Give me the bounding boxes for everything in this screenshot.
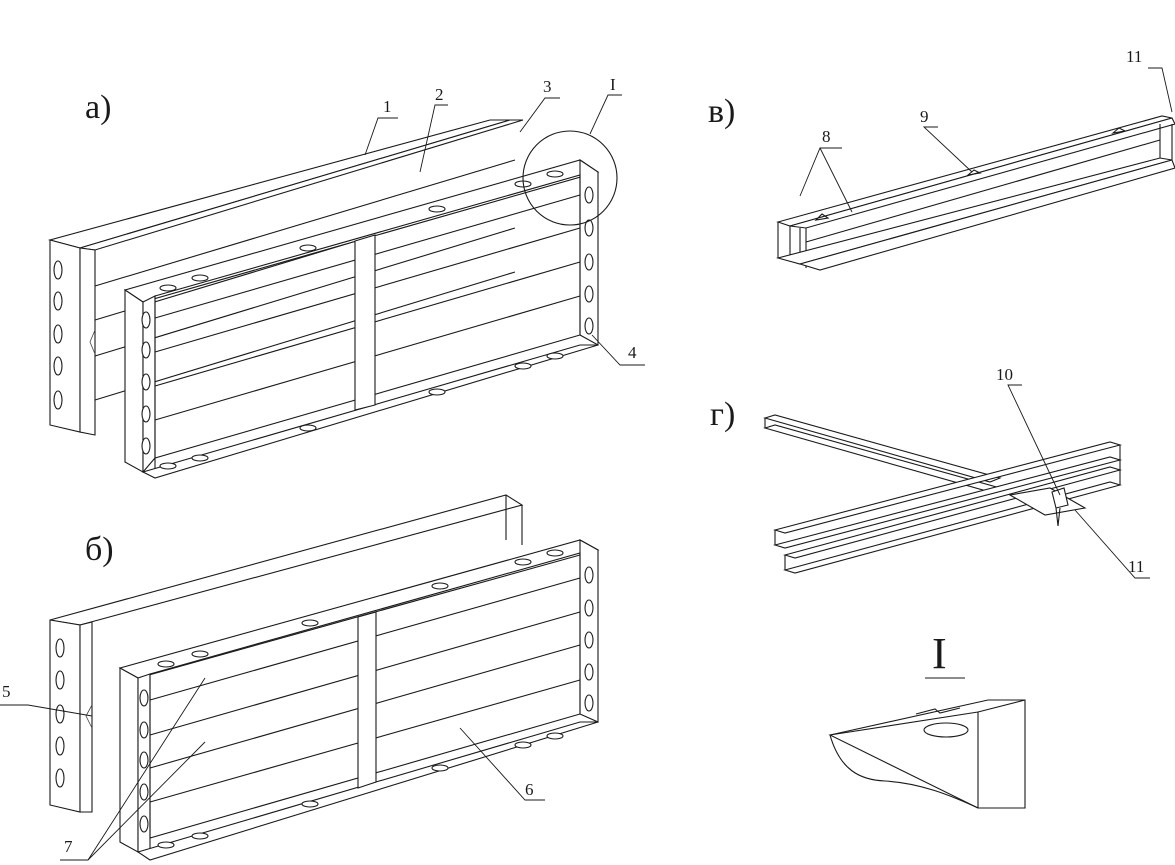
assembly-b [49,494,600,861]
i-beam-v [775,115,1175,271]
detail-I [828,677,1026,809]
callout-3: 3 [543,77,552,96]
detail-circle-I [522,130,618,226]
callout-11-bottom: 11 [1128,557,1144,576]
panel-label-a: а) [85,89,111,126]
front-frame-b [118,539,600,861]
callout-10: 10 [996,365,1013,384]
panel-label-b: б) [85,531,114,568]
callout-9: 9 [920,107,929,126]
panel-label-v: в) [708,93,735,130]
callout-2: 2 [435,85,444,104]
detail-title: I [932,629,947,678]
panel-label-g: г) [710,396,735,433]
cross-beams-g [763,414,1123,574]
callout-8: 8 [822,127,831,146]
front-frame-a [123,158,600,479]
back-board-b [49,494,524,813]
callout-4: 4 [628,343,637,362]
leader-lines [0,67,1173,861]
assembly-a [47,119,618,479]
callout-6: 6 [525,780,534,799]
callout-1: 1 [383,97,392,116]
callout-11-top: 11 [1126,47,1142,66]
callout-I: I [610,75,616,94]
callout-5: 5 [2,682,11,701]
callout-7: 7 [64,837,73,856]
